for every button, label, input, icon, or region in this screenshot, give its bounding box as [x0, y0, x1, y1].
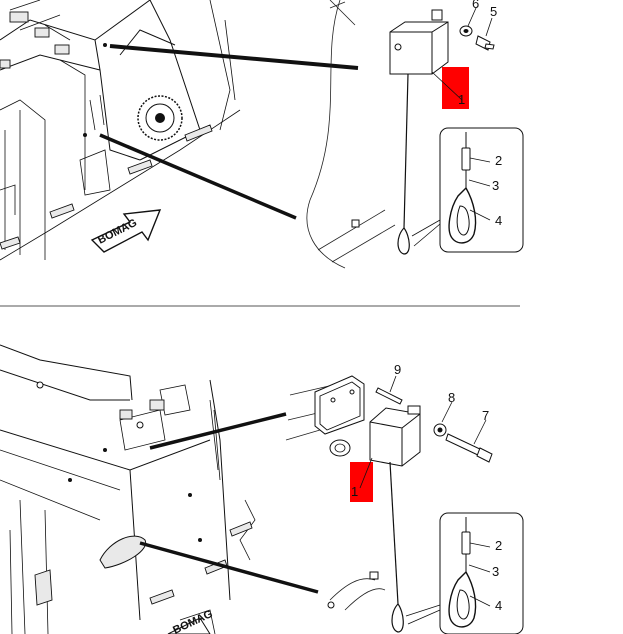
bolt-part-7-bottom: [445, 433, 493, 463]
highlight-box-part-1-top: [442, 67, 469, 109]
machine-frame-bottom: [0, 344, 256, 634]
leader-line-lower-bottom: [139, 541, 319, 594]
callout-1-top: 1: [458, 92, 465, 107]
mounting-plate-bottom: [314, 375, 365, 435]
callout-5-top: 5: [490, 4, 497, 19]
washer-part-6-top: [459, 25, 473, 37]
callout-2-top: 2: [495, 153, 502, 168]
callout-4-bottom: 4: [495, 598, 502, 613]
callout-7-bottom: 7: [482, 408, 489, 423]
callout-1-bottom: 1: [351, 484, 358, 499]
highlight-box-part-1-bottom: [350, 462, 373, 502]
detail-outline-top: [306, 0, 396, 269]
callout-4-top: 4: [495, 213, 502, 228]
direction-arrow: BOMAG: [90, 209, 162, 253]
callout-3-bottom: 3: [492, 564, 499, 579]
callout-3-top: 3: [492, 178, 499, 193]
logo-strip-bottom: BOMAG: [167, 608, 214, 634]
leader-line-lower: [99, 133, 297, 220]
top-panel: BOMAG 1: [0, 0, 524, 269]
leader-line-upper-bottom: [149, 412, 287, 450]
callout-9-bottom: 9: [394, 362, 401, 377]
washer-part-8-bottom: [433, 423, 447, 437]
cable-loop-top: [397, 227, 410, 255]
bolt-part-5-top: [475, 35, 495, 51]
grommet-bottom: [329, 439, 351, 457]
switch-housing-top: [389, 9, 449, 75]
pull-cable-bottom: [389, 461, 399, 605]
inset-carabiner-top: [439, 127, 524, 253]
pin-part-9: [375, 387, 403, 405]
callout-8-bottom: 8: [448, 390, 455, 405]
machine-frame-top: [0, 0, 241, 261]
cable-loop-bottom: [391, 603, 404, 633]
inset-carabiner-bottom: [439, 512, 524, 634]
callout-6-top: 6: [472, 0, 479, 11]
callout-2-bottom: 2: [495, 538, 502, 553]
switch-housing-bottom: [369, 405, 421, 467]
leader-line-upper: [109, 44, 359, 70]
bottom-panel: BOMAG 9: [0, 344, 524, 634]
pull-cable-top: [403, 73, 409, 229]
